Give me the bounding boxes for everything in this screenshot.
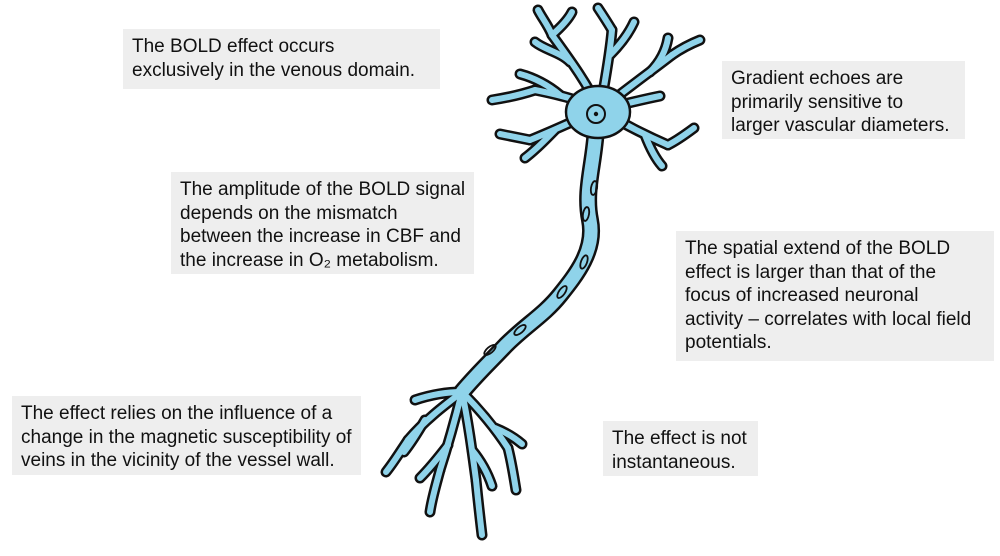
annotation-line: exclusively in the venous domain. — [132, 59, 416, 81]
annotation-line: veins in the vicinity of the vessel wall… — [21, 450, 335, 471]
nucleolus — [593, 111, 599, 117]
annotation-line: Gradient echoes are — [731, 68, 904, 89]
axon — [455, 121, 603, 399]
annotation-line: larger vascular diameters. — [731, 115, 950, 136]
annotation-line: The amplitude of the BOLD signal — [180, 179, 466, 200]
cell-body — [564, 84, 632, 140]
annotation-line: change in the magnetic susceptibility of — [21, 426, 352, 448]
annotation-line: between the increase in CBF and — [180, 226, 461, 247]
axon-outline — [453, 119, 605, 401]
annotation-line: primarily sensitive to — [731, 91, 904, 113]
annotation-amplitude: The amplitude of the BOLD signal depends… — [171, 172, 474, 274]
annotation-not-instantaneous: The effect is not instantaneous. — [603, 421, 758, 476]
annotation-line: The effect is not — [612, 428, 747, 449]
annotation-line: The spatial extend of the BOLD — [685, 238, 951, 259]
annotation-line: The effect relies on the influence of a — [21, 403, 333, 424]
annotation-line: activity – correlates with local field — [685, 308, 972, 330]
axon-terminals — [383, 389, 525, 538]
annotation-line: instantaneous. — [612, 451, 736, 473]
annotation-line: focus of increased neuronal — [685, 285, 919, 306]
annotation-line: effect is larger than that of the — [685, 261, 937, 283]
nucleus — [586, 104, 606, 124]
annotation-line: the increase in O₂ metabolism. — [180, 249, 439, 271]
axon-ovals — [483, 180, 599, 356]
annotation-line: potentials. — [685, 332, 772, 353]
annotation-line: depends on the mismatch — [180, 202, 398, 224]
annotation-susceptibility: The effect relies on the influence of a … — [12, 396, 361, 475]
annotation-bold-venous: The BOLD effect occurs exclusively in th… — [123, 29, 440, 89]
annotation-spatial-extend: The spatial extend of the BOLD effect is… — [676, 231, 994, 361]
annotation-line: The BOLD effect occurs — [132, 36, 335, 57]
annotation-gradient-echoes: Gradient echoes are primarily sensitive … — [722, 61, 965, 139]
